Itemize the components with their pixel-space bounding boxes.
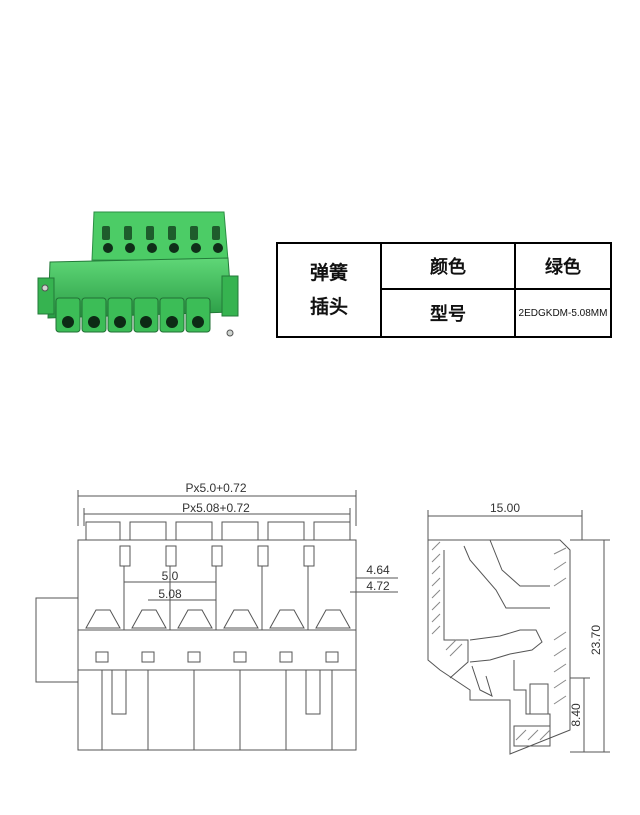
side-lower-height: 8.40 <box>569 703 583 727</box>
product-name-cell: 弹簧 插头 <box>278 244 382 336</box>
connector-photo <box>37 211 239 337</box>
overall-width-1: Px5.0+0.72 <box>185 481 246 495</box>
pitch-2: 5.08 <box>158 587 182 601</box>
side-height: 23.70 <box>589 625 603 655</box>
color-value: 绿色 <box>516 244 610 290</box>
front-view-drawing: Px5.0+0.72 Px5.08+0.72 5.0 5.08 4.64 4.7… <box>35 481 398 751</box>
pitch-1: 5.0 <box>162 569 179 583</box>
spec-table: 弹簧 插头 颜色 绿色 型号 2EDGKDM-5.08MM <box>276 242 612 338</box>
offset-2: 4.72 <box>366 579 390 593</box>
product-name-line1: 弹簧 <box>309 262 348 284</box>
model-value: 2EDGKDM-5.08MM <box>518 307 608 319</box>
side-width: 15.00 <box>490 501 520 515</box>
product-name-line2: 插头 <box>309 296 348 318</box>
color-label: 颜色 <box>382 244 516 290</box>
side-view-drawing: 15.00 23.70 8.40 <box>427 501 610 755</box>
offset-1: 4.64 <box>366 563 390 577</box>
overall-width-2: Px5.08+0.72 <box>182 501 250 515</box>
model-label: 型号 <box>382 290 516 336</box>
